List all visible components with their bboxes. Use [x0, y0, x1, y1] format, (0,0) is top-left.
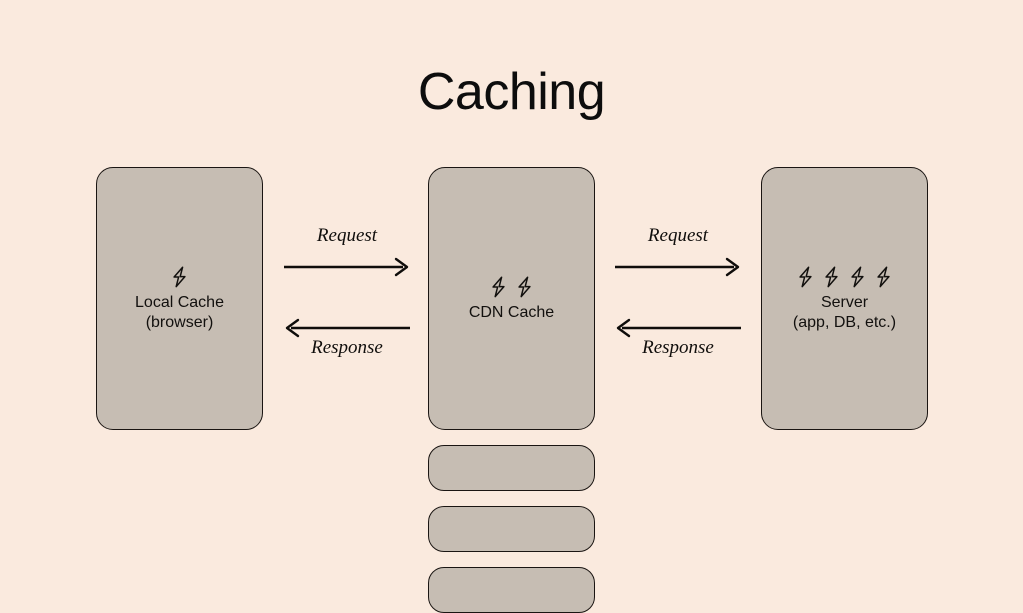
connection-cdn-to-server: Request Response — [614, 225, 742, 370]
lightning-bolt-icon — [518, 275, 531, 297]
lightning-bolt-icon — [799, 265, 812, 287]
lightning-bolt-icon — [825, 265, 838, 287]
node-server[interactable]: Server (app, DB, etc.) — [761, 167, 928, 430]
node-local-cache[interactable]: Local Cache (browser) — [96, 167, 263, 430]
cdn-stack-box-2[interactable] — [428, 506, 595, 552]
connection-cdn-to-server-request-arrow — [615, 257, 740, 277]
connection-local-to-cdn-request-label: Request — [316, 225, 378, 246]
connection-local-to-cdn-response-arrow — [285, 318, 410, 338]
page-title: Caching — [417, 63, 606, 121]
node-local-cache-icons — [171, 265, 188, 289]
connection-cdn-to-server-response-label: Response — [642, 337, 714, 358]
lightning-bolt-icon — [173, 265, 186, 287]
cdn-stack-box-1[interactable] — [428, 445, 595, 491]
node-server-icons — [797, 265, 892, 289]
node-server-content: Server (app, DB, etc.) — [762, 265, 927, 333]
connection-local-to-cdn: Request Response — [283, 225, 411, 370]
lightning-bolt-icon — [492, 275, 505, 297]
node-cdn-cache-icons — [490, 275, 533, 299]
node-cdn-cache[interactable]: CDN Cache — [428, 167, 595, 430]
connection-local-to-cdn-response-label: Response — [311, 337, 383, 358]
diagram-canvas: Caching Local Cache (browser) CDN Cache — [96, 63, 928, 613]
connection-cdn-to-server-request-label: Request — [647, 225, 709, 246]
lightning-bolt-icon — [877, 265, 890, 287]
connection-cdn-to-server-response-arrow — [616, 318, 741, 338]
node-local-cache-content: Local Cache (browser) — [97, 265, 262, 333]
node-local-cache-label: Local Cache (browser) — [135, 293, 224, 331]
node-cdn-cache-label: CDN Cache — [468, 303, 555, 321]
lightning-bolt-icon — [851, 265, 864, 287]
connection-local-to-cdn-request-arrow — [284, 257, 409, 277]
node-cdn-cache-content: CDN Cache — [429, 275, 594, 323]
cdn-stack-box-3[interactable] — [428, 567, 595, 613]
node-server-label: Server (app, DB, etc.) — [792, 293, 897, 331]
